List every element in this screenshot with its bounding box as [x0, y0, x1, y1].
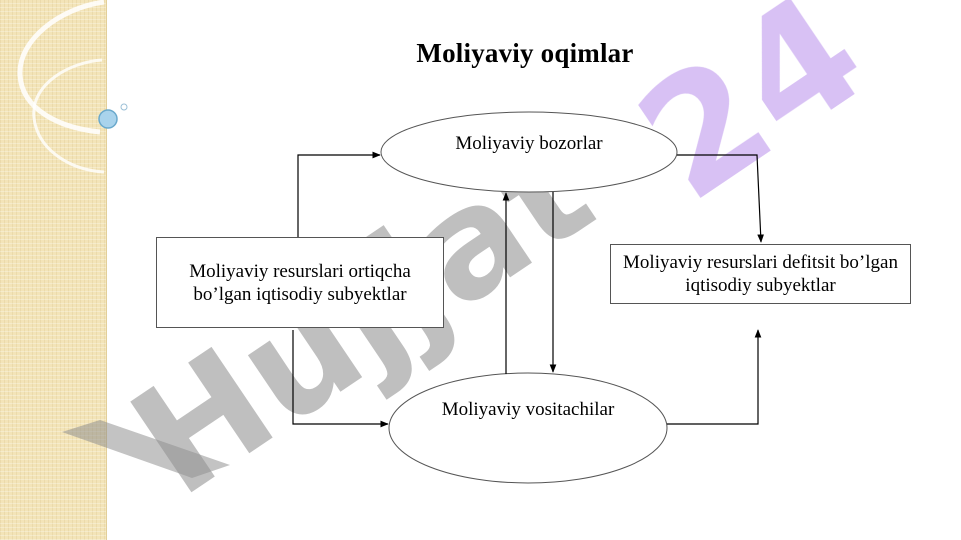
deficit-subjects-label: Moliyaviy resurslari defitsit bo’lgan iq… [623, 252, 898, 296]
arrow-intermediaries-to-deficit [667, 329, 762, 425]
arrow-markets-to-deficit [677, 154, 765, 243]
surplus-subjects-box: Moliyaviy resurslari ortiqcha bo’lgan iq… [156, 237, 444, 328]
surplus-subjects-label: Moliyaviy resurslari ortiqcha bo’lgan iq… [189, 260, 411, 305]
markets-label: Moliyaviy bozorlar [455, 133, 603, 154]
decorative-swirl-icon [17, 0, 128, 174]
arrow-surplus-to-markets [297, 151, 381, 237]
arrow-surplus-to-intermediaries [292, 330, 389, 428]
markets-ellipse [380, 111, 678, 193]
intermediaries-label: Moliyaviy vositachilar [441, 399, 615, 420]
page-title: Moliyaviy oqimlar [416, 38, 634, 68]
intermediaries-ellipse [388, 372, 668, 484]
decorative-side-panel [0, 0, 128, 540]
deficit-subjects-box: Moliyaviy resurslari defitsit bo’lgan iq… [610, 244, 911, 304]
